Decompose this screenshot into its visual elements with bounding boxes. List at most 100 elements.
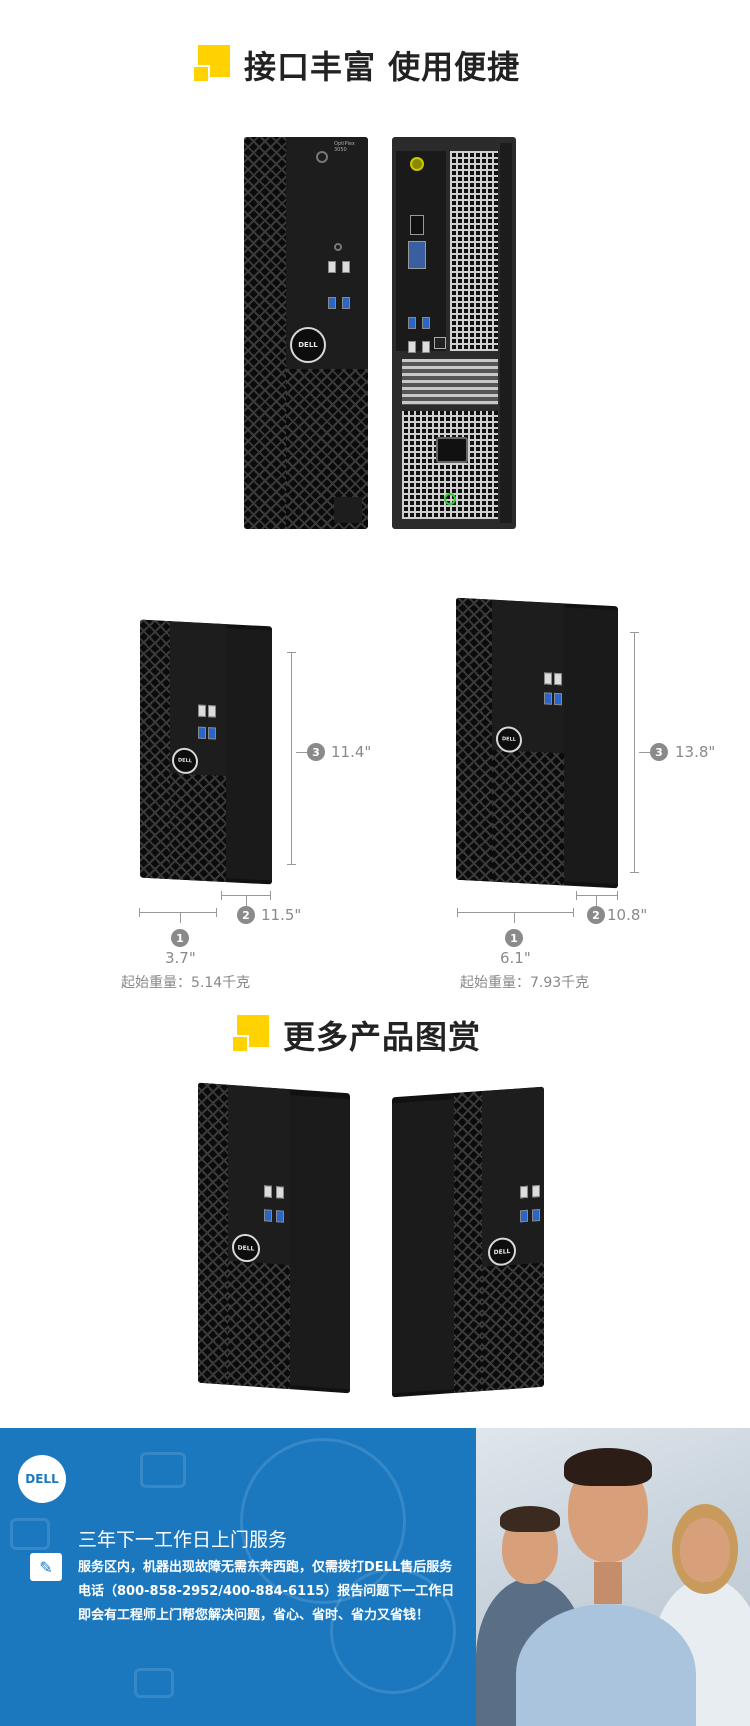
dell-logo-badge: DELL (496, 725, 522, 754)
usb3-port-icon (554, 692, 562, 706)
usb3-port-icon (422, 317, 430, 329)
mt-width-line (457, 912, 574, 913)
sff-weight-label: 起始重量：5.14千克 (121, 975, 251, 991)
sff-width-tick (216, 908, 217, 917)
gallery-right-front-panel (482, 1086, 544, 1268)
gallery-left-side-panel (290, 1095, 350, 1390)
usb-port-icon (422, 341, 430, 353)
sff-width-connector (180, 913, 181, 923)
sff-depth-tick (270, 891, 271, 900)
decorative-circle (240, 1438, 406, 1604)
sff-mesh-left (140, 619, 170, 880)
ethernet-port-icon (434, 337, 446, 349)
mt-depth-line (576, 895, 618, 896)
mt-height-tick (630, 632, 639, 633)
footer-blue-panel: DELL ✎ 三年下一工作日上门服务 服务区内，机器出现故障无需东奔西跑，仅需拨… (0, 1428, 476, 1726)
usb3-port-icon (276, 1210, 284, 1223)
sff-mesh-bottom (170, 773, 226, 883)
decorative-square (10, 1518, 50, 1550)
usb-port-icon (264, 1185, 272, 1198)
sff-depth-tick (221, 891, 222, 900)
front-foot-block (334, 497, 362, 523)
mt-height-line (634, 632, 635, 872)
sff-dimension-tower-image: DELL (140, 619, 272, 885)
gallery-title-text: 更多产品图赏 (283, 1018, 482, 1056)
mt-depth-number: 2 (587, 906, 605, 924)
rear-right-rail (500, 143, 512, 523)
ports-title-text: 接口丰富 使用便捷 (244, 48, 521, 86)
sff-depth-line (221, 895, 271, 896)
gallery-left-mesh (198, 1082, 228, 1385)
usb3-port-icon (520, 1209, 528, 1223)
footer-body: 服务区内，机器出现故障无需东奔西跑，仅需拨打DELL售后服务电话（800-858… (78, 1560, 455, 1623)
mt-height-connector (639, 752, 651, 753)
usb3-port-icon (532, 1208, 540, 1222)
vga-port-icon (408, 241, 426, 269)
mt-width-tick (457, 908, 458, 917)
dell-logo-badge: DELL (172, 747, 198, 775)
sff-depth-number: 2 (237, 906, 255, 924)
yellow-squares-icon (231, 1015, 271, 1055)
mt-width-number: 1 (505, 929, 523, 947)
expansion-slots (402, 359, 498, 405)
usb3-port-icon (544, 692, 552, 705)
usb-port-icon (408, 341, 416, 353)
mt-width-connector (514, 913, 515, 923)
usb-port-icon (532, 1184, 540, 1198)
usb-port-icon (276, 1186, 284, 1199)
gallery-right-side-panel (392, 1098, 454, 1394)
audio-jack-icon (334, 243, 342, 251)
rear-view-tower-image (392, 137, 516, 529)
usb3-port-icon (198, 726, 206, 739)
decorative-square (140, 1452, 186, 1488)
dell-logo: DELL (18, 1455, 66, 1503)
sff-width-tick (139, 908, 140, 917)
mt-width-tick (573, 908, 574, 917)
sff-height-connector (296, 752, 308, 753)
wrench-icon: ✎ (30, 1553, 62, 1581)
mt-height-tick (630, 872, 639, 873)
audio-out-icon (410, 157, 424, 171)
mt-depth-tick (617, 891, 618, 900)
sff-height-tick (287, 864, 296, 865)
gallery-tower-right-image: DELL (392, 1086, 544, 1398)
sff-height-number: 3 (307, 743, 325, 761)
yellow-squares-icon (192, 45, 232, 85)
sff-height-line (291, 652, 292, 864)
mt-side-panel (564, 607, 618, 885)
rear-vent-grille (450, 151, 498, 351)
usb3-port-icon (408, 317, 416, 329)
sff-height-label: 11.4" (331, 743, 372, 761)
gallery-right-mesh (454, 1091, 482, 1393)
front-mesh-left (244, 137, 286, 529)
usb-port-icon (208, 705, 216, 718)
mt-mesh-left (456, 597, 492, 882)
decorative-circle (330, 1568, 456, 1694)
gallery-right-mesh-bottom (482, 1262, 544, 1392)
service-footer: DELL ✎ 三年下一工作日上门服务 服务区内，机器出现故障无需东奔西跑，仅需拨… (0, 1428, 750, 1726)
model-label: OptiPlex 3050 (334, 141, 355, 153)
usb-port-icon (544, 672, 552, 685)
engineers-photo (476, 1428, 750, 1726)
usb3-port-icon (342, 297, 350, 309)
mt-dimension-tower-image: DELL (456, 597, 618, 889)
front-view-tower-image: OptiPlex 3050 DELL (244, 137, 368, 529)
usb3-port-icon (328, 297, 336, 309)
sff-depth-connector (246, 896, 247, 907)
mt-height-number: 3 (650, 743, 668, 761)
sff-width-line (139, 912, 217, 913)
dell-logo-badge: DELL (290, 327, 326, 363)
usb-port-icon (198, 704, 206, 717)
usb-port-icon (342, 261, 350, 273)
usb-port-icon (328, 261, 336, 273)
mt-width-label: 6.1" (500, 949, 531, 967)
sff-depth-label: 11.5" (261, 906, 302, 924)
footer-title: 三年下一工作日上门服务 (78, 1529, 288, 1551)
sff-height-tick (287, 652, 296, 653)
psu-led-icon (444, 493, 456, 505)
sff-side-panel (226, 628, 272, 881)
mt-depth-label: 10.8" (607, 906, 648, 924)
sff-width-number: 1 (171, 929, 189, 947)
gallery-section-title: 更多产品图赏 (231, 1012, 481, 1058)
power-button-icon (316, 151, 328, 163)
